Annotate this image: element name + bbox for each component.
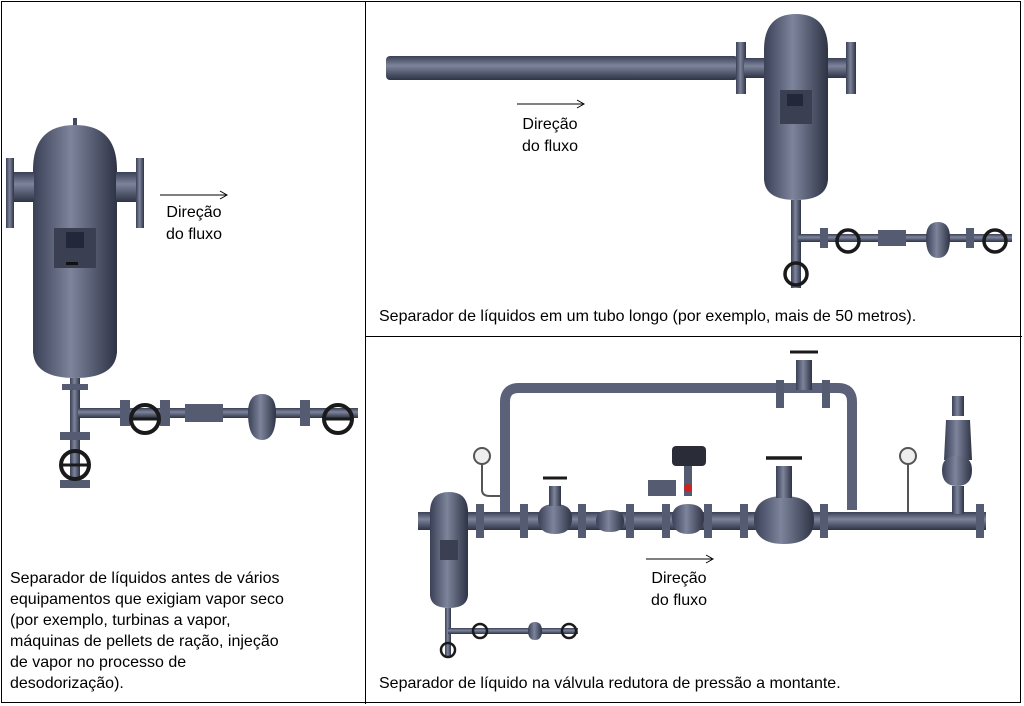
flow-label-line1: Direção [522,116,578,133]
top-long-pipe [386,42,856,94]
flow-label-line2: do fluxo [521,138,579,155]
bottom-separator [430,492,468,608]
caption-line: Separador de líquidos antes de vários [10,570,280,587]
bottom-drain-line [439,608,578,659]
left-valve-handwheel-2 [322,403,354,435]
top-valve-handwheel-2 [982,228,1008,254]
caption-line: máquinas de pellets de ração, injeção [10,633,279,650]
top-right-panel-caption: Separador de líquidos em um tubo longo (… [379,308,917,325]
bottom-pressure-gauge-2 [899,447,917,512]
caption-line: equipamentos que exigiam vapor seco [10,591,284,608]
bottom-flow-arrow [646,554,715,564]
flow-label-line1: Direção [651,570,707,587]
top-drain-line [791,200,1012,288]
bottom-safety-valve [942,396,972,514]
panel-divider-horizontal [365,336,1022,337]
bottom-flow-label: Direção do fluxo [639,568,719,612]
top-flow-label: Direção do fluxo [510,114,590,158]
flow-label-line2: do fluxo [165,226,223,243]
left-valve-handwheel-3 [59,449,91,481]
left-drain-line [60,378,358,488]
bottom-globe-valve-1 [538,476,572,534]
left-valve-handwheel-1 [129,403,161,435]
left-separator [6,118,144,378]
panel-divider-vertical [365,1,366,704]
top-valve-handwheel-3 [783,261,809,287]
bottom-pressure-gauge-1 [473,447,500,497]
bottom-right-panel-caption: Separador de líquido na válvula redutora… [379,675,841,692]
caption-line: desodorização). [10,675,124,692]
caption-line: (por exemplo, turbinas a vapor, [10,612,231,629]
flow-label-line1: Direção [166,204,222,221]
bottom-bypass-line [500,350,857,518]
flow-label-line2: do fluxo [650,592,708,609]
top-flow-arrow [517,99,586,109]
left-flow-arrow [160,190,229,200]
caption-line: de vapor no processo de [10,654,187,671]
bottom-control-valve [648,446,706,534]
bottom-globe-valve-2 [754,456,814,544]
left-panel-caption: Separador de líquidos antes de vários eq… [10,568,360,694]
top-valve-handwheel-1 [835,228,861,254]
left-flow-label: Direção do fluxo [154,202,234,246]
top-separator [764,14,828,200]
